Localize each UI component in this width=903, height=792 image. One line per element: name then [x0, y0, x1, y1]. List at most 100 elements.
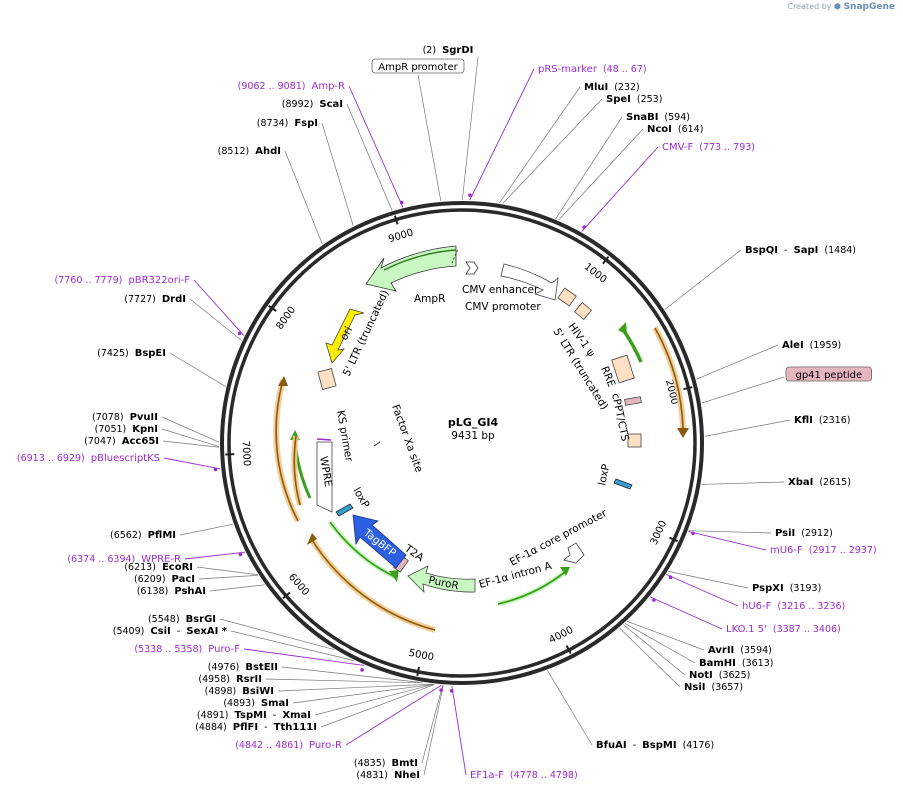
feature-wpre[interactable]: WPRE	[316, 438, 334, 513]
site-fspi[interactable]: (8734)FspI	[257, 118, 318, 129]
feature-ori[interactable]: ori	[325, 308, 365, 364]
site-pshai[interactable]: (6138)PshAI	[137, 586, 206, 597]
site-pos-sgrdi: (2)	[423, 45, 436, 56]
feature-cmv-enhancer[interactable]: CMV enhancer CMV promoter	[462, 263, 559, 313]
site-name-csii: CsiI	[150, 626, 170, 637]
site-mu6-f[interactable]: mU6-F(2917 .. 2937)	[770, 545, 877, 556]
site-acc65i[interactable]: (7047)Acc65I	[84, 436, 159, 447]
site-bamhi[interactable]: BamHI(3613)	[699, 658, 773, 669]
tick-label-9000: 9000	[387, 227, 415, 245]
leader-spei	[502, 98, 603, 204]
site-pos-scai: (8992)	[282, 99, 314, 110]
site-csii[interactable]: (5409)CsiI-SexAI *	[113, 626, 228, 637]
feature-orange-bottom[interactable]	[307, 533, 436, 633]
feature-orange-left-outer[interactable]	[273, 376, 301, 523]
site-name-drdi: DrdI	[162, 294, 186, 305]
site-nsii[interactable]: NsiI(3657)	[684, 682, 743, 693]
site-pbluescriptks[interactable]: (6913 .. 6929)pBluescriptKS	[17, 453, 160, 464]
site-bsiwi[interactable]: (4898)BsiWI	[205, 686, 274, 697]
site-name2-bspqi: SapI	[794, 245, 819, 256]
site-pflfi[interactable]: (4884)PflFI-Tth111I	[195, 722, 317, 733]
site-prs-marker[interactable]: pRS-marker(48 .. 67)	[538, 64, 647, 75]
site-bsteii[interactable]: (4976)BstEII	[208, 662, 278, 673]
site-pflmi[interactable]: (6562)PflMI	[110, 530, 176, 541]
feature-rre[interactable]: RRE	[598, 354, 635, 389]
site-tspmi[interactable]: (4891)TspMI-XmaI	[197, 710, 311, 721]
leader-pspxi	[668, 571, 749, 589]
site-mlui[interactable]: MluI(232)	[584, 82, 640, 93]
site-bmti[interactable]: (4835)BmtI	[354, 758, 418, 769]
site-pos-snabi: (594)	[664, 112, 690, 123]
site-xbai[interactable]: XbaI(2615)	[788, 477, 851, 488]
site-text-fspi: (8734)FspI	[257, 118, 318, 129]
site-pos-pflfi: (4884)	[195, 722, 227, 733]
site-scai[interactable]: (8992)ScaI	[282, 99, 343, 110]
site-name-pspxi: PspXI	[752, 583, 784, 594]
site-pos-mu6-f: (2917 .. 2937)	[809, 545, 877, 556]
feature-hiv1-psi[interactable]: HIV-1 ψ 5' LTR (truncated)	[550, 287, 610, 412]
tick-4000	[565, 645, 572, 655]
site-sgrdi[interactable]: (2)SgrDI	[423, 45, 474, 56]
site-name-bsteii: BstEII	[245, 662, 278, 673]
feature-orange-left-inner[interactable]	[291, 435, 303, 506]
primer-mark-pbluescriptks	[213, 467, 218, 472]
site-pos-bfuai: (4176)	[683, 740, 715, 751]
site-kfli[interactable]: KflI(2316)	[794, 415, 850, 426]
site-amp-r[interactable]: (9062 .. 9081)Amp-R	[238, 81, 345, 92]
feature-ampr[interactable]: AmpR	[365, 245, 459, 305]
site-psii[interactable]: PsiI(2912)	[775, 528, 833, 539]
site-pos-kfli: (2316)	[819, 415, 851, 426]
site-text-ef1a-f: EF1a-F(4778 .. 4798)	[470, 770, 578, 781]
site-bsrgi[interactable]: (5548)BsrGI	[148, 614, 216, 625]
site-avrii[interactable]: AvrII(3594)	[708, 645, 772, 656]
site-paci[interactable]: (6209)PacI	[134, 574, 195, 585]
site-leader-lines	[161, 56, 791, 776]
feature-gp41-marker[interactable]	[624, 396, 642, 406]
site-ncoi[interactable]: NcoI(614)	[647, 124, 703, 135]
site-cmv-f[interactable]: CMV-F(773 .. 793)	[662, 142, 755, 153]
leader-avrii	[627, 620, 705, 651]
site-bspqi[interactable]: BspQI-SapI(1484)	[745, 245, 856, 256]
site-pos-pbr322ori-f: (7760 .. 7779)	[55, 275, 123, 286]
feature-loxp-right[interactable]: loxP	[596, 463, 633, 490]
feature-loxp-left[interactable]: loxP	[335, 486, 372, 517]
site-pos-puro-f: (5338 .. 5358)	[134, 644, 202, 655]
site-bfuai[interactable]: BfuAI-BspMI(4176)	[596, 740, 714, 751]
site-text-puro-r: (4842 .. 4861)Puro-R	[235, 740, 342, 751]
feature-puror[interactable]: PuroR	[407, 565, 476, 594]
site-wpre-r[interactable]: (6374 .. 6394)WPRE-R	[67, 554, 181, 565]
site-spei[interactable]: SpeI(253)	[606, 94, 662, 105]
site-pos-tspmi: (4891)	[197, 710, 229, 721]
site-puro-f[interactable]: (5338 .. 5358)Puro-F	[134, 644, 240, 655]
feature-ampr-promoter-arrow[interactable]	[465, 261, 479, 275]
site-gp41[interactable]: gp41 peptide	[785, 366, 872, 382]
site-nhei[interactable]: (4831)NheI	[356, 770, 420, 781]
site-pspxi[interactable]: PspXI(3193)	[752, 583, 821, 594]
site-ampr-promoter[interactable]: AmpR promoter	[371, 58, 465, 74]
site-pbr322ori-f[interactable]: (7760 .. 7779)pBR322ori-F	[55, 275, 191, 286]
feature-orange-right[interactable]	[652, 326, 689, 438]
leader-snabi	[555, 116, 623, 219]
site-rsrii[interactable]: (4958)RsrII	[198, 674, 262, 685]
site-puro-r[interactable]: (4842 .. 4861)Puro-R	[235, 740, 342, 751]
site-drdi[interactable]: (7727)DrdI	[124, 294, 186, 305]
site-ecori[interactable]: (6213)EcoRI	[124, 562, 193, 573]
site-snabi[interactable]: SnaBI(594)	[626, 112, 690, 123]
site-smai[interactable]: (4893)SmaI	[223, 698, 289, 709]
site-text-smai: (4893)SmaI	[223, 698, 289, 709]
feature-ef1a-intron[interactable]: EF-1α intron A	[478, 560, 570, 607]
site-hu6-f[interactable]: hU6-F(3216 .. 3236)	[742, 601, 845, 612]
site-noti[interactable]: NotI(3625)	[689, 670, 750, 681]
site-alei[interactable]: AleI(1959)	[782, 340, 841, 351]
leader-psii	[688, 530, 772, 534]
feature-ltr5-left[interactable]: 5' LTR (truncated)	[317, 288, 391, 390]
site-pvuii[interactable]: (7078)PvuII	[92, 412, 158, 423]
site-kpni[interactable]: (7051)KpnI	[95, 424, 158, 435]
site-bspei[interactable]: (7425)BspEI	[97, 348, 166, 359]
site-ahdi[interactable]: (8512)AhdI	[218, 146, 281, 157]
feature-ef1a-core[interactable]: EF-1α core promoter	[508, 507, 610, 569]
site-dash-bspqi: -	[784, 245, 788, 256]
feature-tagbfp[interactable]: TagBFP	[352, 514, 407, 569]
site-lko1[interactable]: LKO.1 5'(3387 .. 3406)	[726, 624, 841, 635]
site-ef1a-f[interactable]: EF1a-F(4778 .. 4798)	[470, 770, 578, 781]
